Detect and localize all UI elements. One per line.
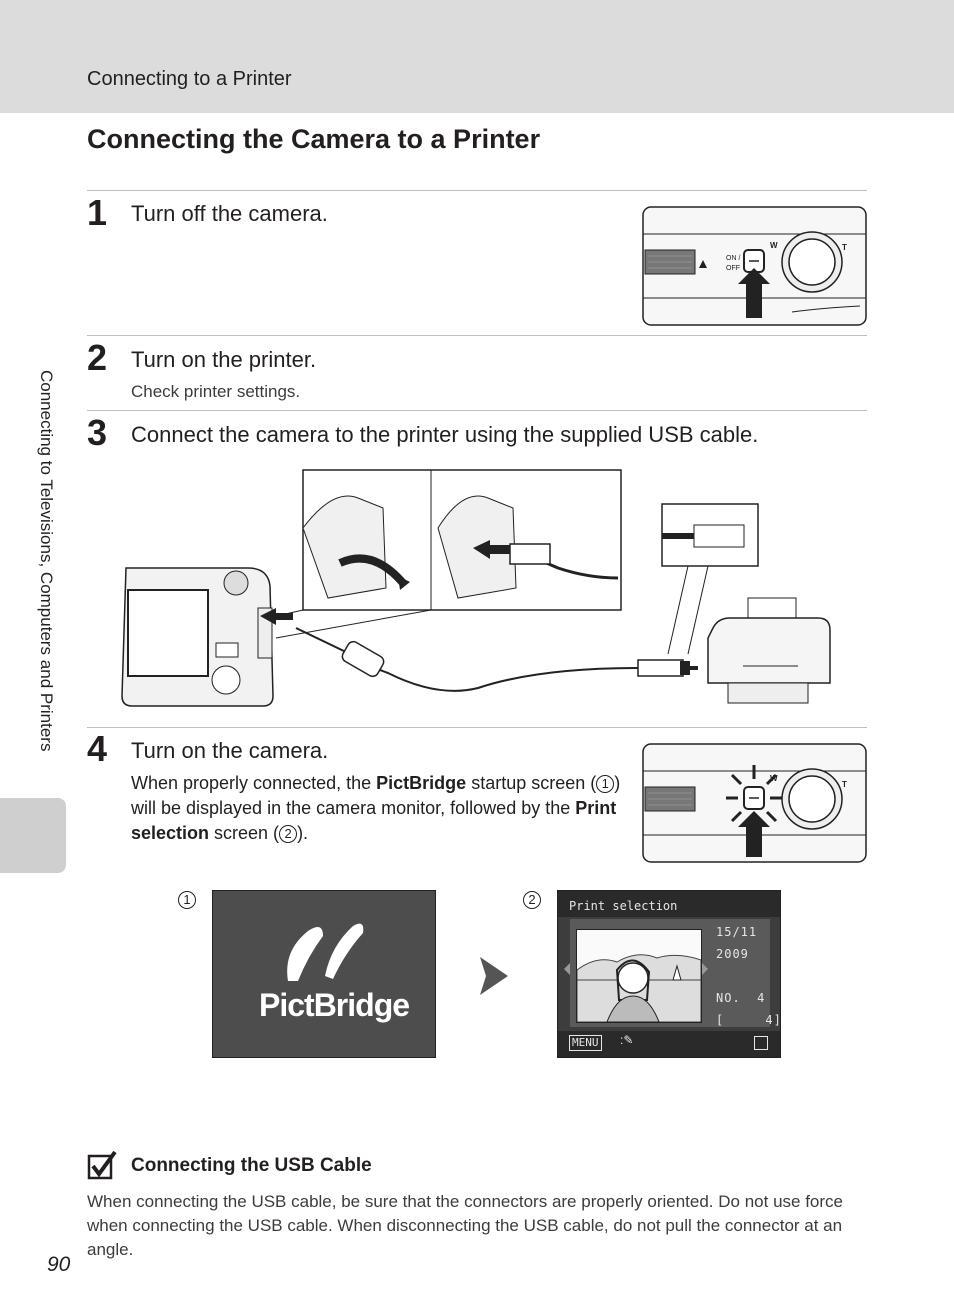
caution-checkmark-icon: [87, 1150, 117, 1180]
thumbnail-photo: [576, 929, 702, 1023]
screen-marker-2: 2: [279, 825, 298, 843]
number-value: 4: [757, 991, 766, 1005]
step-3-number: 3: [87, 412, 108, 453]
step-2-number: 2: [87, 337, 108, 378]
usb-connection-illustration: [121, 469, 831, 707]
screen-1-marker: 1: [178, 891, 196, 909]
print-menu-icon: :✎: [620, 1033, 634, 1047]
date-day: 15/11: [716, 925, 758, 939]
page-title: Connecting the Camera to a Printer: [87, 124, 541, 154]
bracket-open: [: [716, 1013, 725, 1027]
divider: [87, 190, 867, 191]
camera-back-icon: [121, 567, 274, 707]
zoom-t-label: T: [842, 780, 847, 789]
print-info: 15/11 2009 NO. 4 [ 4]: [716, 921, 782, 1031]
step-4-body: When properly connected, the PictBridge …: [131, 773, 621, 843]
menu-label: MENU: [569, 1035, 602, 1051]
arrow-right-icon: [480, 957, 508, 995]
number-label: NO.: [716, 991, 741, 1005]
note-body: When connecting the USB cable, be sure t…: [87, 1192, 843, 1259]
print-selection-screen: Print selection 15/11 2009 NO. 4 [ 4] ME…: [557, 890, 781, 1058]
divider: [87, 727, 867, 728]
thumbnail-view-icon: [754, 1036, 768, 1050]
scroll-right-icon: [702, 963, 708, 975]
side-section-label: Connecting to Televisions, Computers and…: [37, 370, 56, 752]
portrait-photo-icon: [577, 954, 701, 1022]
step-4-number: 4: [87, 728, 108, 769]
zoom-t-label: T: [842, 243, 847, 252]
pictbridge-label: PictBridge: [259, 987, 410, 1023]
step-2-detail: Check printer settings.: [131, 382, 301, 401]
running-head: Connecting to a Printer: [87, 68, 292, 90]
header-band: [0, 0, 954, 113]
pictbridge-logo-icon: [287, 923, 364, 981]
screen-2-marker: 2: [523, 891, 541, 909]
scroll-left-icon: [564, 963, 570, 975]
note-title: Connecting the USB Cable: [131, 1155, 372, 1176]
off-label: OFF: [726, 265, 740, 272]
camera-power-on-illustration: W T: [642, 743, 867, 863]
bracket-value: 4]: [765, 1013, 782, 1027]
on-label: ON /: [726, 255, 740, 262]
pictbridge-term: PictBridge: [376, 773, 467, 793]
step-4-heading: Turn on the camera.: [131, 738, 329, 763]
side-section-tab: [0, 798, 66, 873]
page-number: 90: [47, 1253, 71, 1276]
zoom-w-label: W: [770, 241, 778, 250]
step-2-heading: Turn on the printer.: [131, 347, 317, 372]
step-3-heading: Connect the camera to the printer using …: [131, 422, 759, 447]
screen-marker-1: 1: [596, 775, 615, 793]
print-selection-term: Print selection: [131, 798, 617, 843]
print-selection-title: Print selection: [569, 899, 678, 913]
step-1-number: 1: [87, 192, 108, 233]
printer-icon: [707, 597, 831, 704]
pictbridge-startup-screen: PictBridge: [212, 890, 436, 1058]
step-1-heading: Turn off the camera.: [131, 201, 328, 226]
zoom-w-label: W: [770, 774, 778, 783]
divider: [87, 335, 867, 336]
camera-power-off-illustration: ON / OFF W T: [642, 206, 867, 326]
divider: [87, 410, 867, 411]
date-year: 2009: [716, 947, 749, 961]
